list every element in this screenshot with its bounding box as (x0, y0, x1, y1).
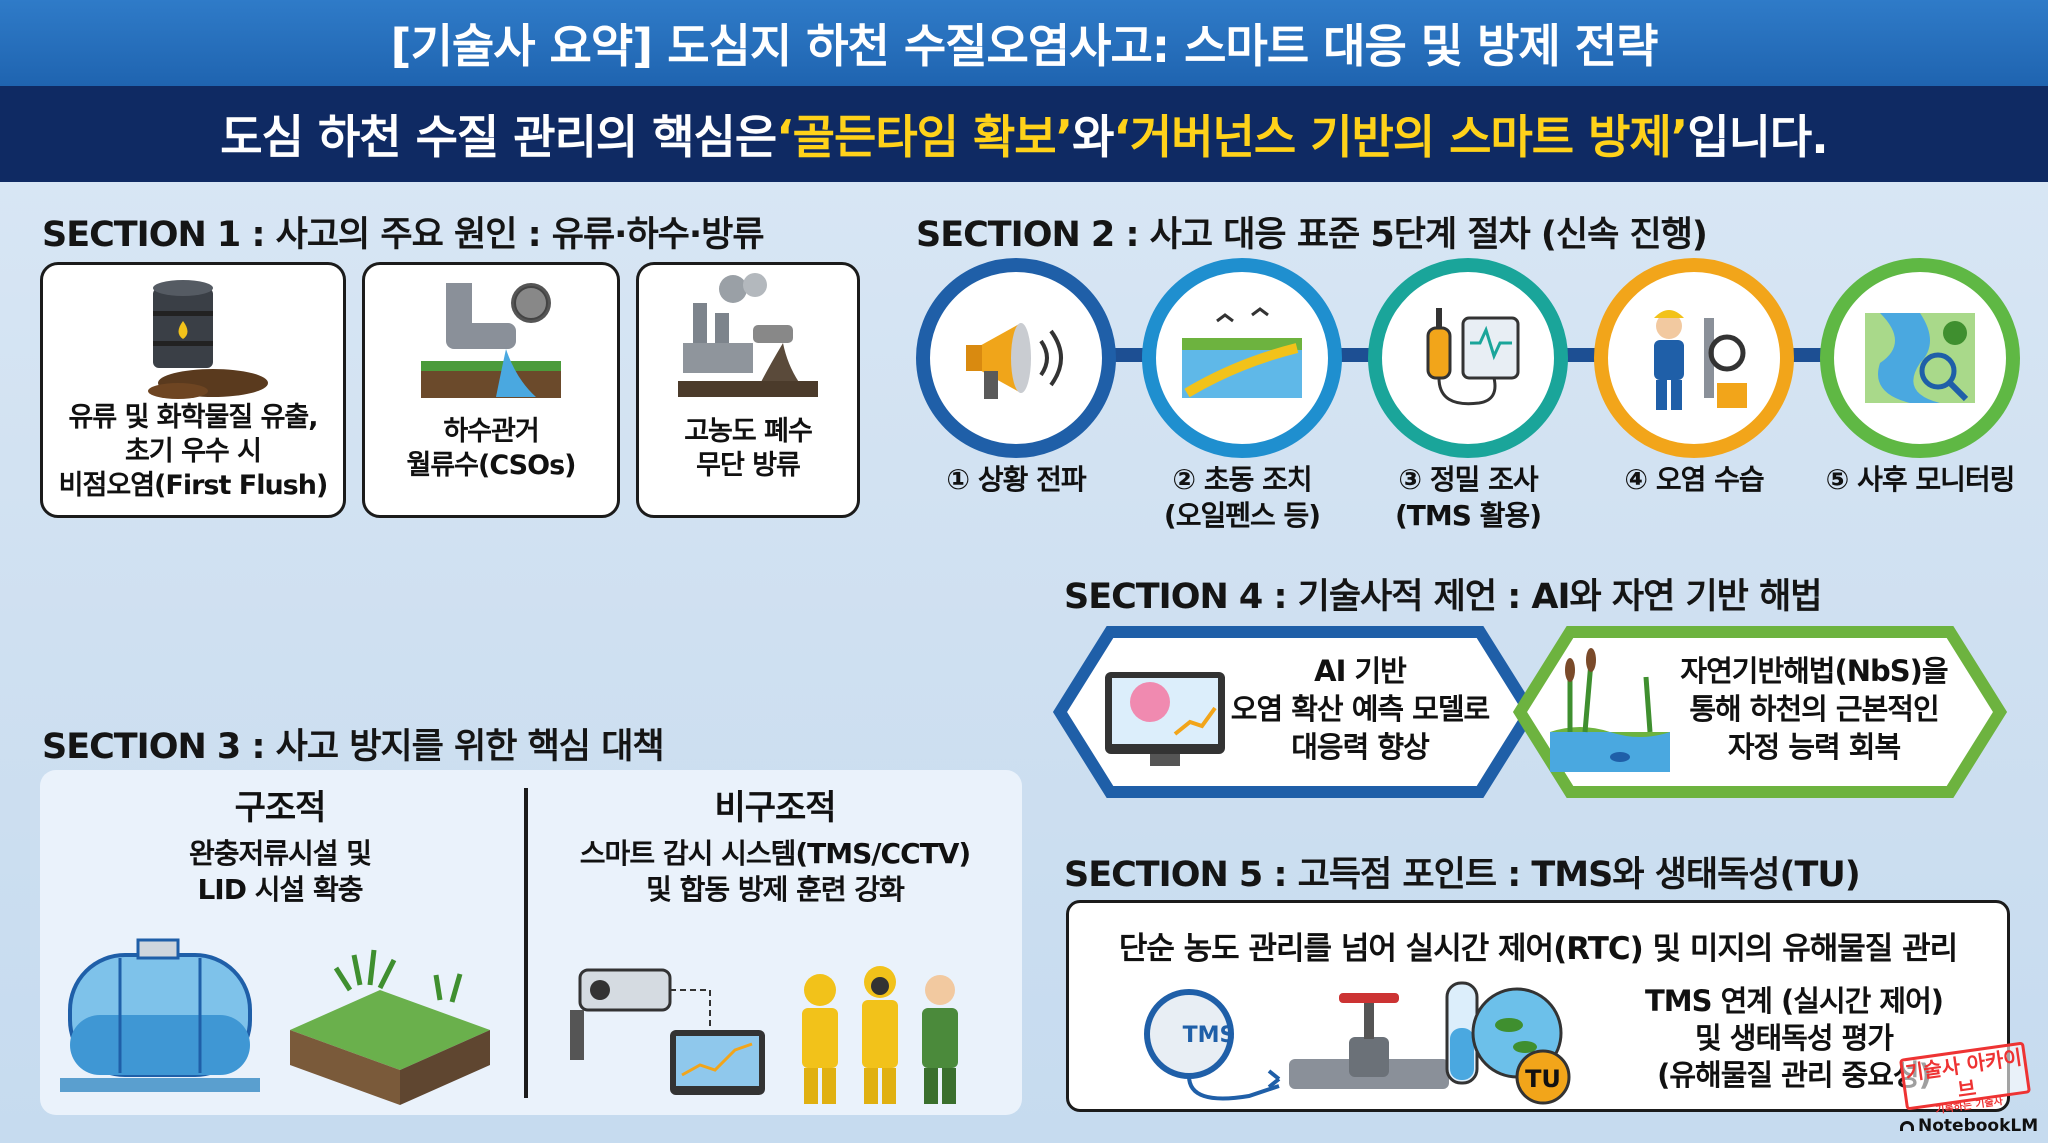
key-message: 도심 하천 수질 관리의 핵심은 ‘골든타임 확보’ 와 ‘거버넌스 기반의 스… (0, 86, 2048, 182)
structural-desc: 완충저류시설 및 LID 시설 확충 (188, 837, 372, 906)
section2-title: SECTION 2 : 사고 대응 표준 5단계 절차 (신속 진행) (916, 215, 1708, 255)
section5-title: SECTION 5 : 고득점 포인트 : TMS와 생태독성(TU) (1064, 855, 1861, 895)
megaphone-icon (966, 323, 1063, 399)
ai-brain-monitor-icon (1105, 672, 1225, 766)
cause-card-wastewater-text: 고농도 폐수 무단 방류 (684, 416, 813, 481)
key-message-post: 입니다. (1687, 110, 1828, 164)
cause-card-wastewater: 고농도 폐수 무단 방류 (636, 262, 860, 518)
notebooklm-logo-icon (1900, 1121, 1914, 1131)
hazmat-worker-1 (802, 974, 838, 1104)
ai-recommendation-text: AI 기반 오염 확산 예측 모델로 대응력 향상 (1230, 654, 1490, 764)
page-title: [기술사 요약] 도심지 하천 수질오염사고: 스마트 대응 및 방제 전략 (0, 0, 2048, 86)
cause-card-sewer-text: 하수관거 월류수(CSOs) (406, 416, 577, 481)
panel-divider (524, 788, 528, 1098)
key-message-mid: 와 (1072, 110, 1114, 164)
step-2-label: ② 초동 조치 (오일펜스 등) (1163, 463, 1321, 532)
tms-sensor-icon (1426, 308, 1520, 406)
cause-card-oil-text: 유류 및 화학물질 유출, 초기 우수 시 비점오염(First Flush) (58, 402, 329, 501)
step-4-label: ④ 오염 수습 (1624, 463, 1764, 496)
section1-title: SECTION 1 : 사고의 주요 원인 : 유류·하수·방류 (42, 215, 765, 255)
wetland-reeds-icon (1550, 648, 1670, 772)
key-message-highlight-2: ‘거버넌스 기반의 스마트 방제’ (1113, 110, 1688, 164)
river-magnifier-icon (1865, 313, 1975, 403)
section3-title: SECTION 3 : 사고 방지를 위한 핵심 대책 (42, 727, 665, 767)
tu-badge: TU (1525, 1065, 1561, 1093)
step-5-label: ⑤ 사후 모니터링 (1825, 463, 2016, 496)
retention-tank-lid-icon (60, 938, 490, 1105)
step-2-circle (1142, 258, 1342, 458)
step-5-circle (1820, 258, 2020, 458)
nbs-recommendation-text: 자연기반해법(NbS)을 통해 하천의 근본적인 자정 능력 회복 (1680, 654, 1948, 764)
section4-title: SECTION 4 : 기술사적 제언 : AI와 자연 기반 해법 (1064, 577, 1822, 617)
nonstructural-desc: 스마트 감시 시스템(TMS/CCTV) 및 합동 방제 훈련 강화 (579, 837, 971, 906)
tms-badge: TMS (1182, 1023, 1236, 1048)
ecotox-test-icon (1445, 981, 1571, 1105)
oil-barrel-icon (148, 280, 268, 399)
step-3-label: ③ 정밀 조사 (TMS 활용) (1395, 463, 1542, 532)
hazmat-worker-3 (922, 975, 958, 1104)
notebooklm-brand-text: NotebookLM (1918, 1116, 2039, 1136)
cleanup-worker-icon (1654, 310, 1747, 410)
oil-fence-icon (1182, 307, 1302, 398)
step-3-circle (1368, 258, 1568, 458)
step-1-circle (916, 258, 1116, 458)
step-4-circle (1594, 258, 1794, 458)
scoring-side-text: TMS 연계 (실시간 제어) 및 생태독성 평가 (유해물질 관리 중요성) (1644, 984, 1944, 1092)
step-1-label: ① 상황 전파 (946, 463, 1086, 496)
cause-card-sewer: 하수관거 월류수(CSOs) (362, 262, 620, 518)
key-message-pre: 도심 하천 수질 관리의 핵심은 (220, 110, 777, 164)
factory-discharge-icon (678, 273, 818, 397)
hazmat-worker-2 (862, 966, 898, 1104)
key-message-highlight-1: ‘골든타임 확보’ (776, 110, 1073, 164)
cause-card-oil: 유류 및 화학물질 유출, 초기 우수 시 비점오염(First Flush) (40, 262, 346, 518)
scoring-headline: 단순 농도 관리를 넘어 실시간 제어(RTC) 및 미지의 유해물질 관리 (1118, 931, 1958, 967)
nonstructural-heading: 비구조적 (714, 788, 836, 828)
prevention-panel: 구조적 완충저류시설 및 LID 시설 확충 비구조적 스마트 감시 시스템(T… (40, 770, 1022, 1115)
tms-valve-icon (1144, 989, 1449, 1101)
structural-heading: 구조적 (234, 788, 327, 828)
scoring-point-box: 단순 농도 관리를 넘어 실시간 제어(RTC) 및 미지의 유해물질 관리 T… (1066, 900, 2010, 1112)
cctv-hazmat-team-icon (570, 966, 958, 1104)
recommendation-hexagons (1052, 626, 2008, 798)
notebooklm-brand: NotebookLM (1900, 1116, 2038, 1136)
sewer-pipe-icon (421, 283, 561, 398)
